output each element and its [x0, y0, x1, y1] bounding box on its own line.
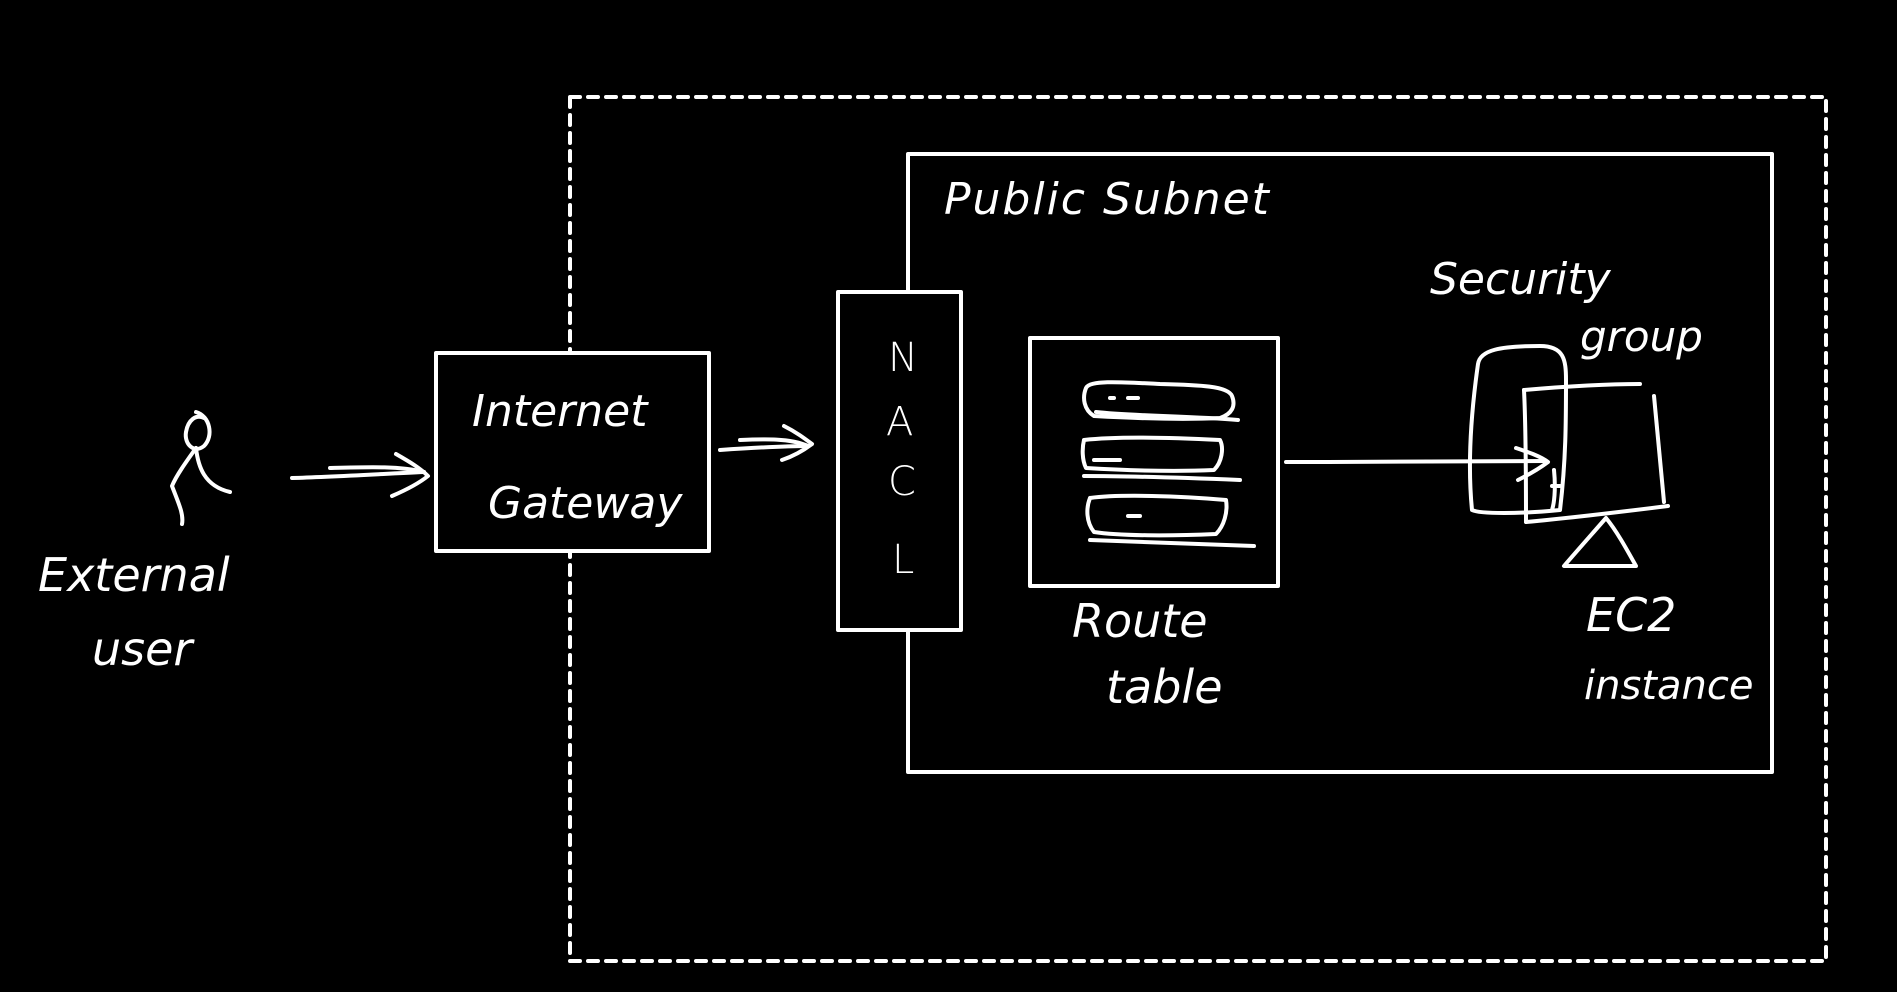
- nacl-letter-a: A: [886, 399, 914, 445]
- security-group-label-line2: group: [1580, 312, 1703, 361]
- person-icon: [170, 410, 232, 526]
- gateway-to-nacl-arrow: [718, 424, 814, 462]
- nacl-letter-l: L: [892, 537, 915, 583]
- nacl-letter-c: C: [888, 459, 916, 505]
- vpc-boundary: [568, 95, 1828, 963]
- public-subnet-label: Public Subnet: [944, 174, 1271, 225]
- internet-gateway-box: [434, 351, 711, 553]
- route-table-box: [1028, 336, 1280, 588]
- route-table-label-line2: table: [1106, 660, 1223, 714]
- external-user-label: External: [38, 548, 230, 602]
- ec2-instance-label: EC2: [1586, 588, 1677, 642]
- route-table-icon: [1080, 380, 1256, 548]
- ec2-instance-label-line2: instance: [1584, 663, 1754, 709]
- internet-gateway-label: Internet: [472, 386, 648, 437]
- nacl-letter-n: N: [888, 335, 918, 381]
- user-to-gateway-arrow: [290, 452, 430, 498]
- route-table-to-ec2-arrow: [1284, 446, 1550, 482]
- ec2-instance-icon: [1522, 382, 1670, 569]
- nacl-box: [836, 290, 963, 632]
- external-user-label-line2: user: [92, 622, 193, 676]
- internet-gateway-label-line2: Gateway: [488, 478, 683, 529]
- route-table-label: Route: [1072, 594, 1208, 648]
- security-group-boundary: [1468, 344, 1568, 515]
- security-group-label: Security: [1430, 254, 1611, 305]
